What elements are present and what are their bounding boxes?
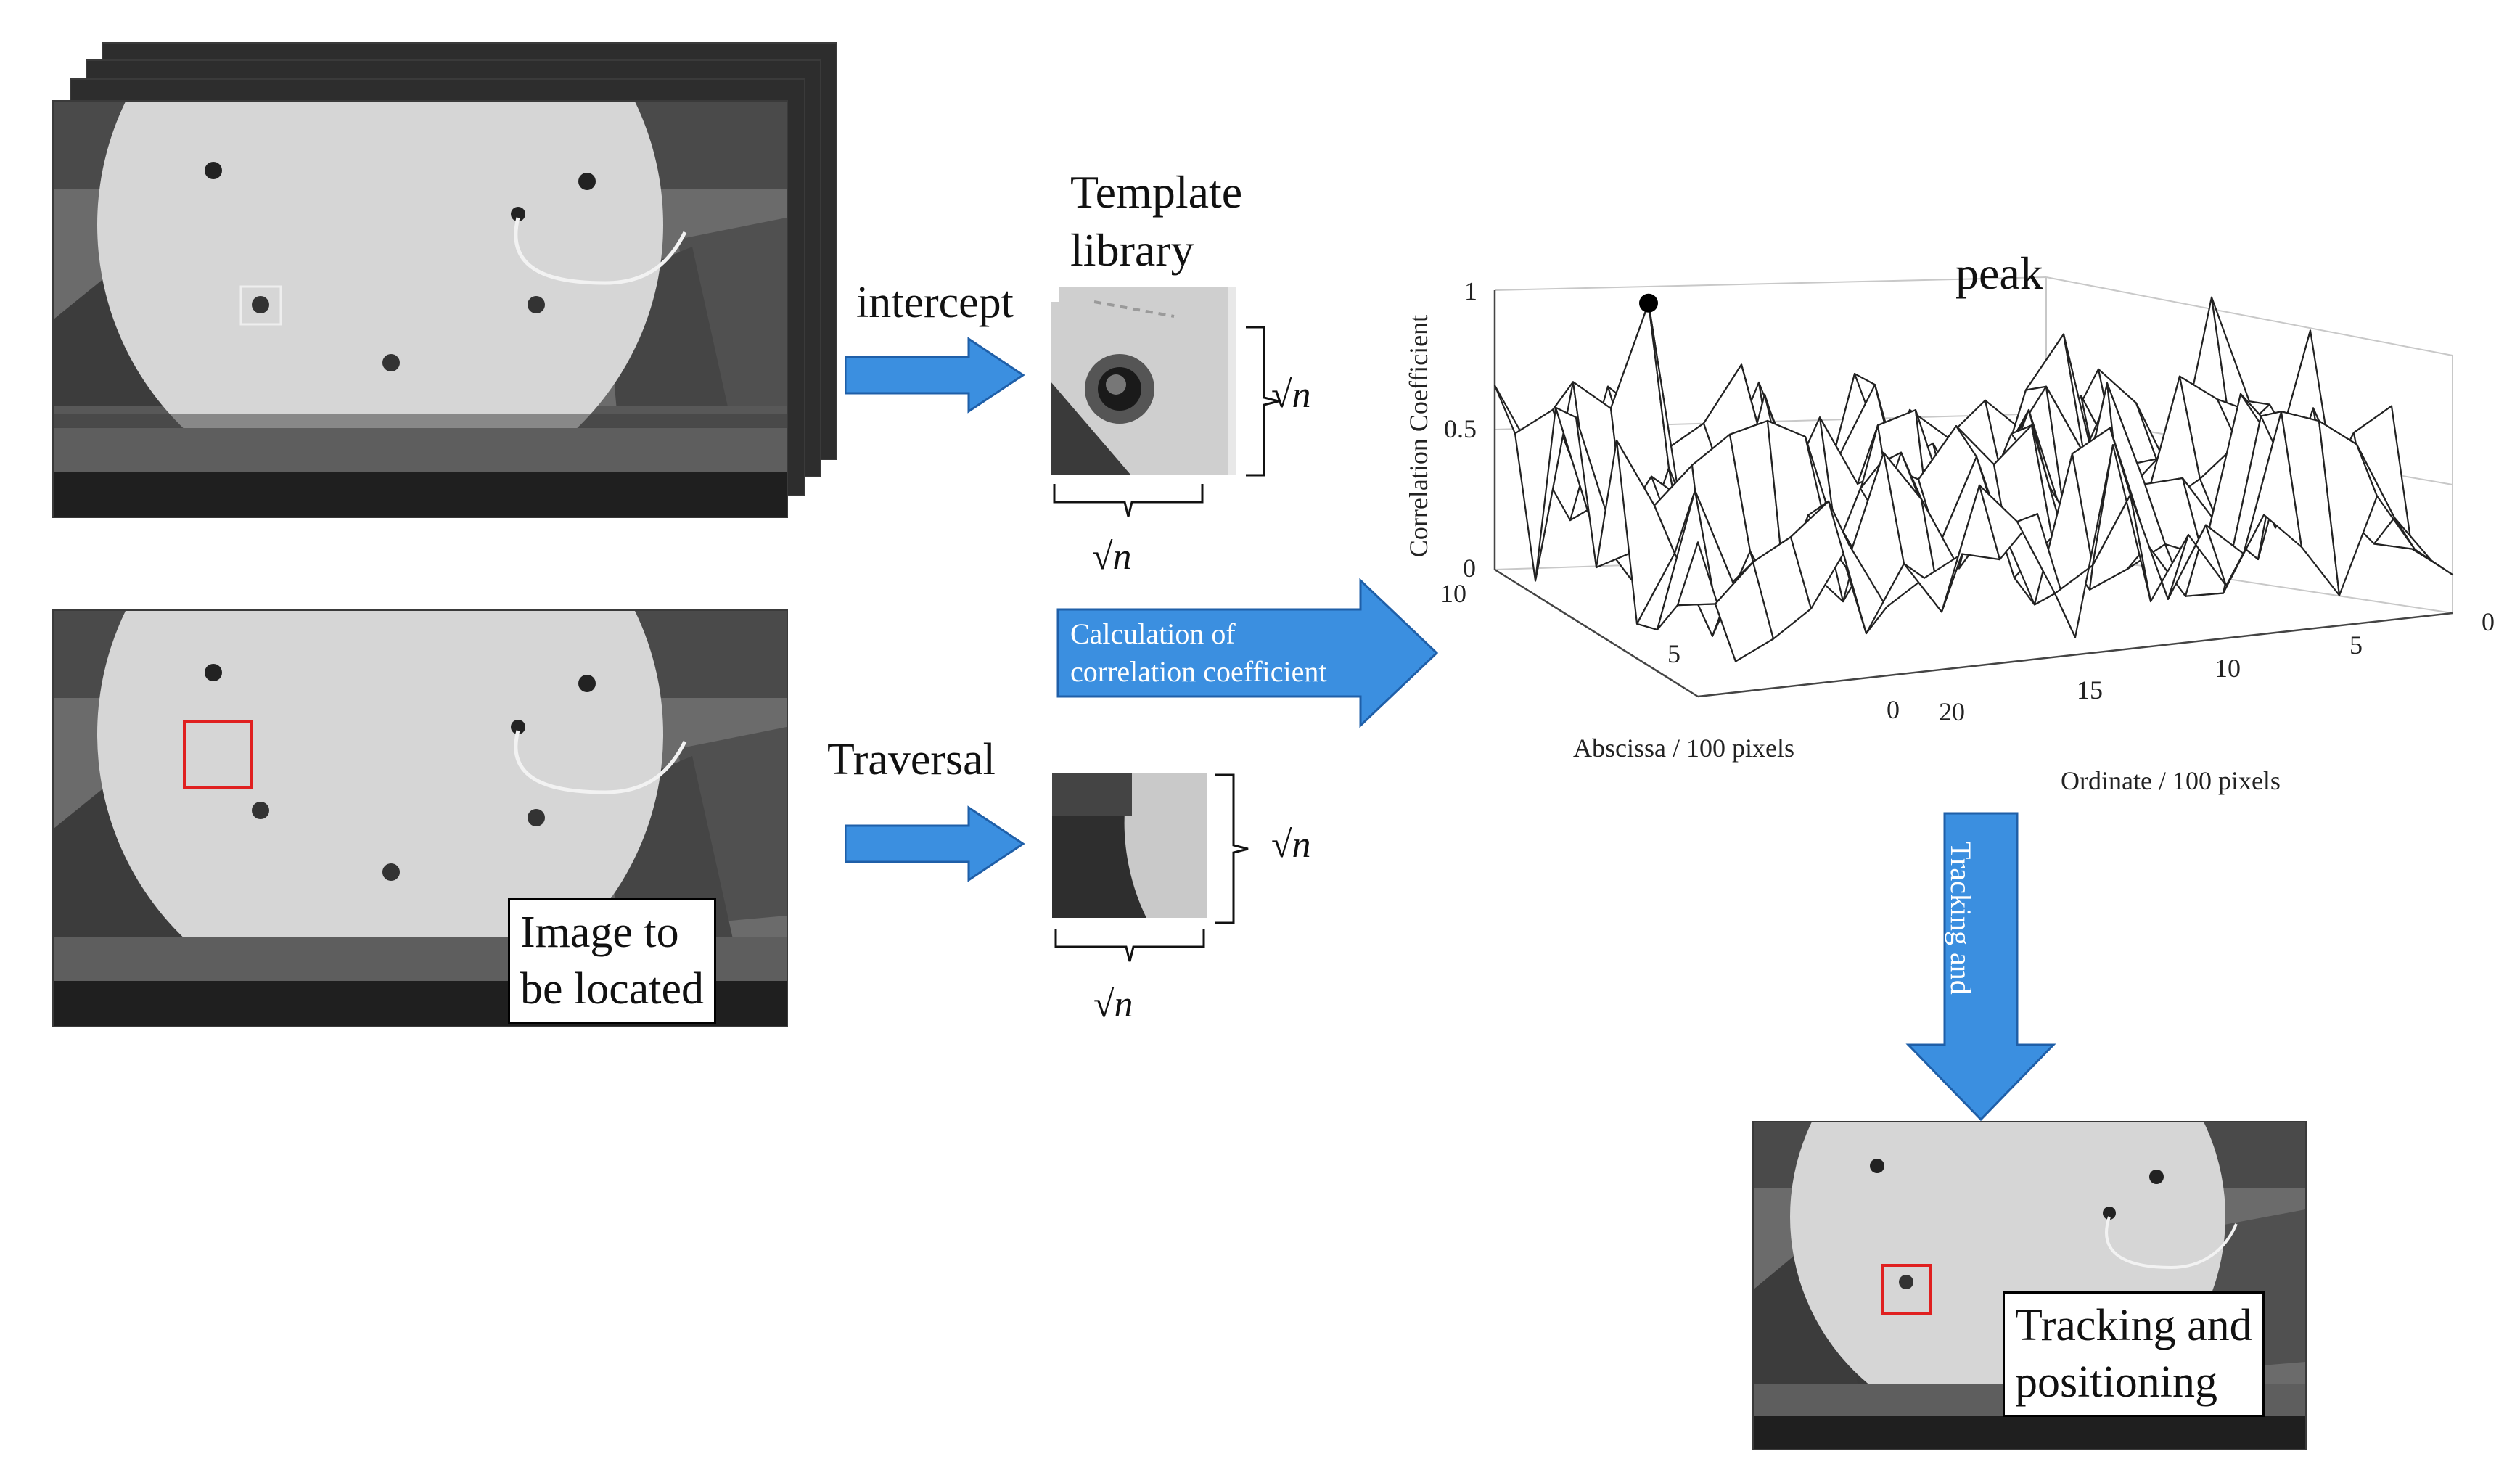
search-window-box [183, 720, 253, 789]
ordinate-tick-5: 5 [2349, 630, 2363, 660]
z-tick-1: 1 [1464, 276, 1477, 305]
z-tick-0: 0 [1463, 554, 1476, 583]
peak-marker [1639, 293, 1658, 313]
traversal-sqrt-n-right: √n [1271, 824, 1311, 866]
abscissa-tick-0: 0 [1887, 695, 1900, 724]
ordinate-tick-10: 10 [2215, 654, 2241, 683]
traversal-label: Traversal [827, 735, 996, 784]
ordinate-tick-20: 20 [1939, 697, 1965, 726]
abscissa-axis-label: Abscissa / 100 pixels [1573, 734, 1794, 763]
back-wall-edge [2045, 276, 2453, 356]
tracking-box-label: Tracking and positioning [2003, 1291, 2265, 1417]
traversal-right-brace [1215, 773, 1249, 924]
correlation-surface-chart [1493, 276, 2454, 698]
template-library-label: Template library [1070, 166, 1243, 276]
template-patch [1051, 287, 1236, 475]
located-box [1881, 1264, 1932, 1315]
surface-facet [2393, 517, 2454, 576]
template-bottom-brace [1053, 484, 1204, 517]
ordinate-tick-15: 15 [2077, 675, 2103, 704]
back-wall-edge [1494, 276, 2047, 291]
abscissa-tick-10: 10 [1440, 579, 1466, 608]
abscissa-axis-line [1494, 568, 1699, 698]
traversal-patch [1052, 773, 1207, 918]
calculation-arrow [1056, 578, 1439, 728]
stack-frame-front [52, 100, 788, 518]
tracking-arrow [1905, 812, 2056, 1122]
tracking-arrow-label: Tracking and positioning [1907, 842, 1977, 995]
ordinate-tick-0: 0 [2482, 607, 2495, 636]
traversal-sqrt-n-bottom: √n [1093, 984, 1133, 1025]
calculation-label: Calculation of correlation coefficient [1070, 617, 1327, 688]
ordinate-axis-line [1697, 612, 2453, 698]
peak-label: peak [1955, 247, 2043, 299]
ordinate-axis-label: Ordinate / 100 pixels [2061, 766, 2281, 795]
z-tick-0.5: 0.5 [1444, 414, 1477, 443]
specimen-photo-1 [54, 102, 787, 517]
traversal-arrow [845, 805, 1025, 882]
image-to-be-located-label: Image to be located [508, 898, 717, 1024]
intercept-arrow [845, 337, 1025, 414]
template-right-brace [1246, 326, 1279, 477]
template-sqrt-n-right: √n [1271, 374, 1311, 416]
template-sqrt-n-bottom: √n [1092, 536, 1132, 578]
surface-mesh [1493, 296, 2454, 662]
z-axis-label: Correlation Coefficient [1404, 314, 1433, 558]
abscissa-tick-5: 5 [1667, 639, 1680, 668]
intercept-label: intercept [856, 278, 1014, 327]
traversal-bottom-brace [1054, 929, 1205, 962]
